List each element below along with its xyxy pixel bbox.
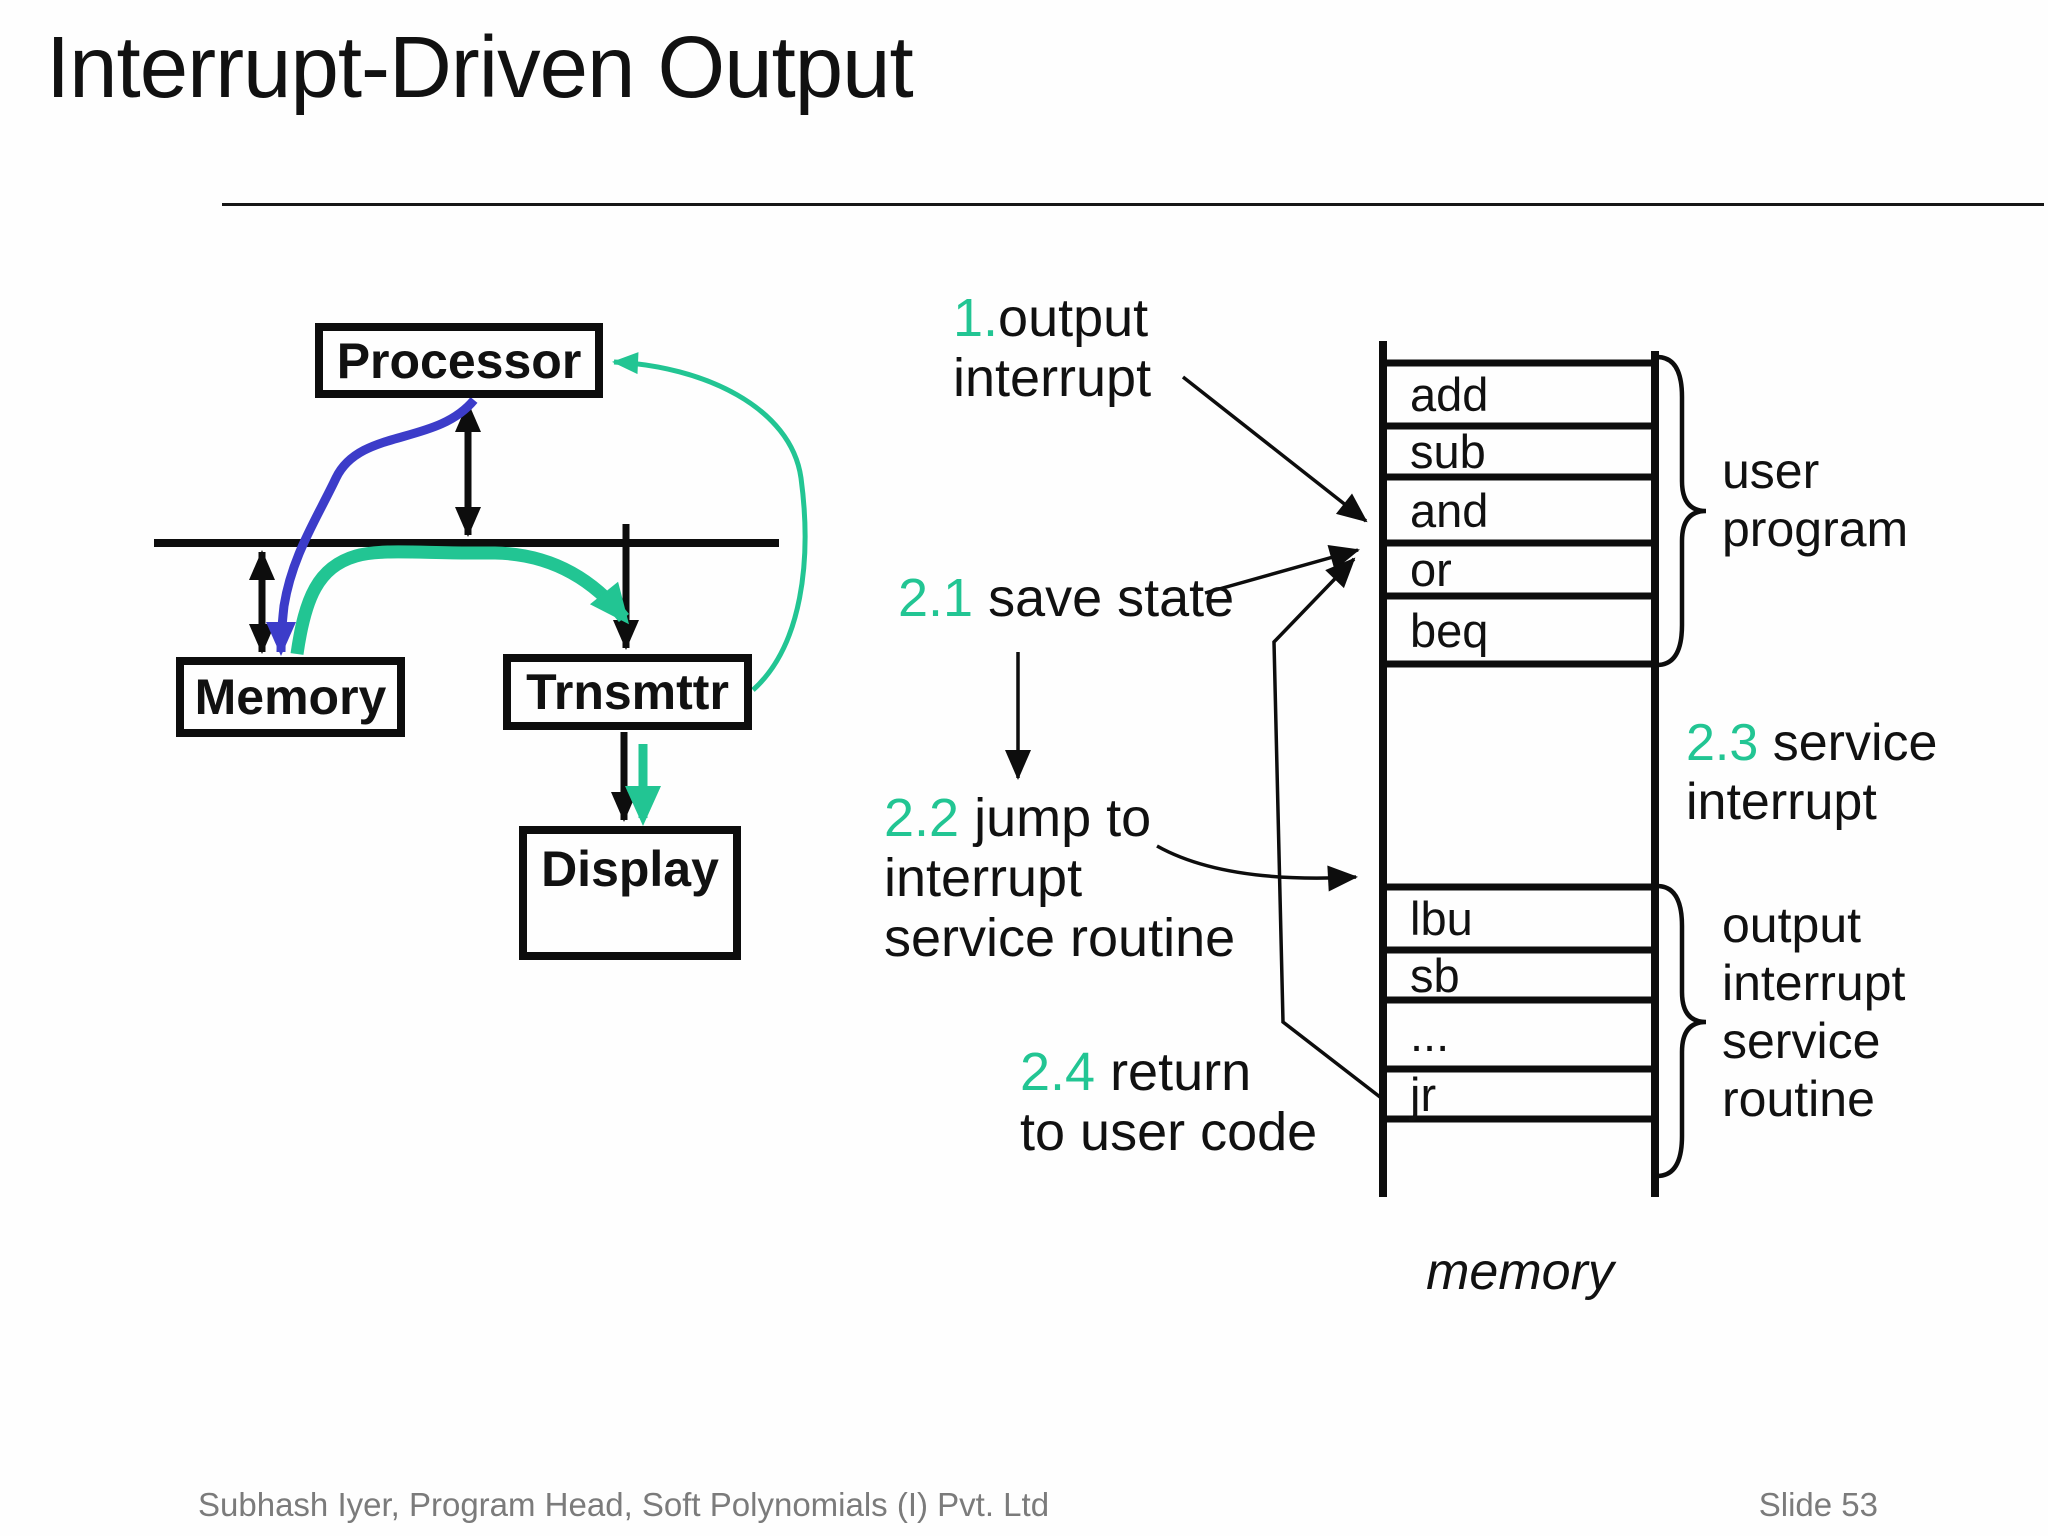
step21-arrow — [1204, 545, 1360, 595]
title-rule — [222, 203, 2044, 206]
memory-row-dots: ... — [1410, 1008, 1450, 1061]
memory-row-lbu: lbu — [1410, 892, 1473, 945]
step1-label: 1.output interrupt — [953, 288, 1152, 408]
step24-number: 2.4 — [1020, 1042, 1111, 1102]
footer-credit: Subhash Iyer, Program Head, Soft Polynom… — [198, 1486, 1050, 1523]
step21-label: 2.1 save state — [898, 568, 1235, 628]
transmitter-label: Trnsmttr — [526, 664, 729, 720]
step1-arrow — [1181, 375, 1368, 523]
memory-row-lines — [1379, 359, 1659, 1123]
memory-transmitter-data-curve — [290, 545, 630, 655]
user-program-label: user program — [1722, 443, 1909, 557]
memory-row-jr: jr — [1410, 1067, 1437, 1121]
transmitter-box: Trnsmttr — [503, 654, 752, 730]
memory-row-beq: beq — [1410, 603, 1489, 657]
user-program-brace — [1656, 354, 1707, 668]
isr-brace — [1656, 883, 1707, 1179]
transmitter-processor-interrupt-curve — [612, 352, 808, 692]
memory-row-sub: sub — [1410, 425, 1486, 478]
memory-caption: memory — [1426, 1243, 1614, 1301]
processor-memory-dma-curve — [266, 396, 478, 656]
step23-number: 2.3 — [1686, 714, 1773, 772]
step22-number: 2.2 — [884, 788, 975, 848]
processor-box: Processor — [315, 323, 603, 398]
slide-number: Slide 53 — [1758, 1486, 1878, 1523]
isr-label: output interrupt service routine — [1722, 897, 1906, 1127]
memory-label: Memory — [194, 669, 387, 725]
step22-arrow — [1156, 844, 1358, 892]
memory-box: Memory — [176, 657, 405, 737]
step21-number: 2.1 — [898, 568, 989, 628]
step24-return-path — [1272, 557, 1382, 1099]
display-box: Display — [519, 826, 741, 960]
step24-label: 2.4 return to user code — [1020, 1042, 1318, 1162]
step23-label: 2.3 service interrupt — [1686, 714, 1938, 831]
processor-label: Processor — [336, 332, 582, 389]
memory-row-or: or — [1410, 543, 1452, 596]
display-label: Display — [541, 841, 719, 897]
memory-row-and: and — [1410, 483, 1489, 537]
page-title: Interrupt-Driven Output — [46, 19, 914, 116]
memory-row-sb: sb — [1410, 948, 1460, 1002]
memory-row-add: add — [1410, 368, 1489, 421]
step22-label: 2.2 jump to interrupt service routine — [884, 788, 1236, 968]
step1-number: 1. — [953, 288, 999, 348]
